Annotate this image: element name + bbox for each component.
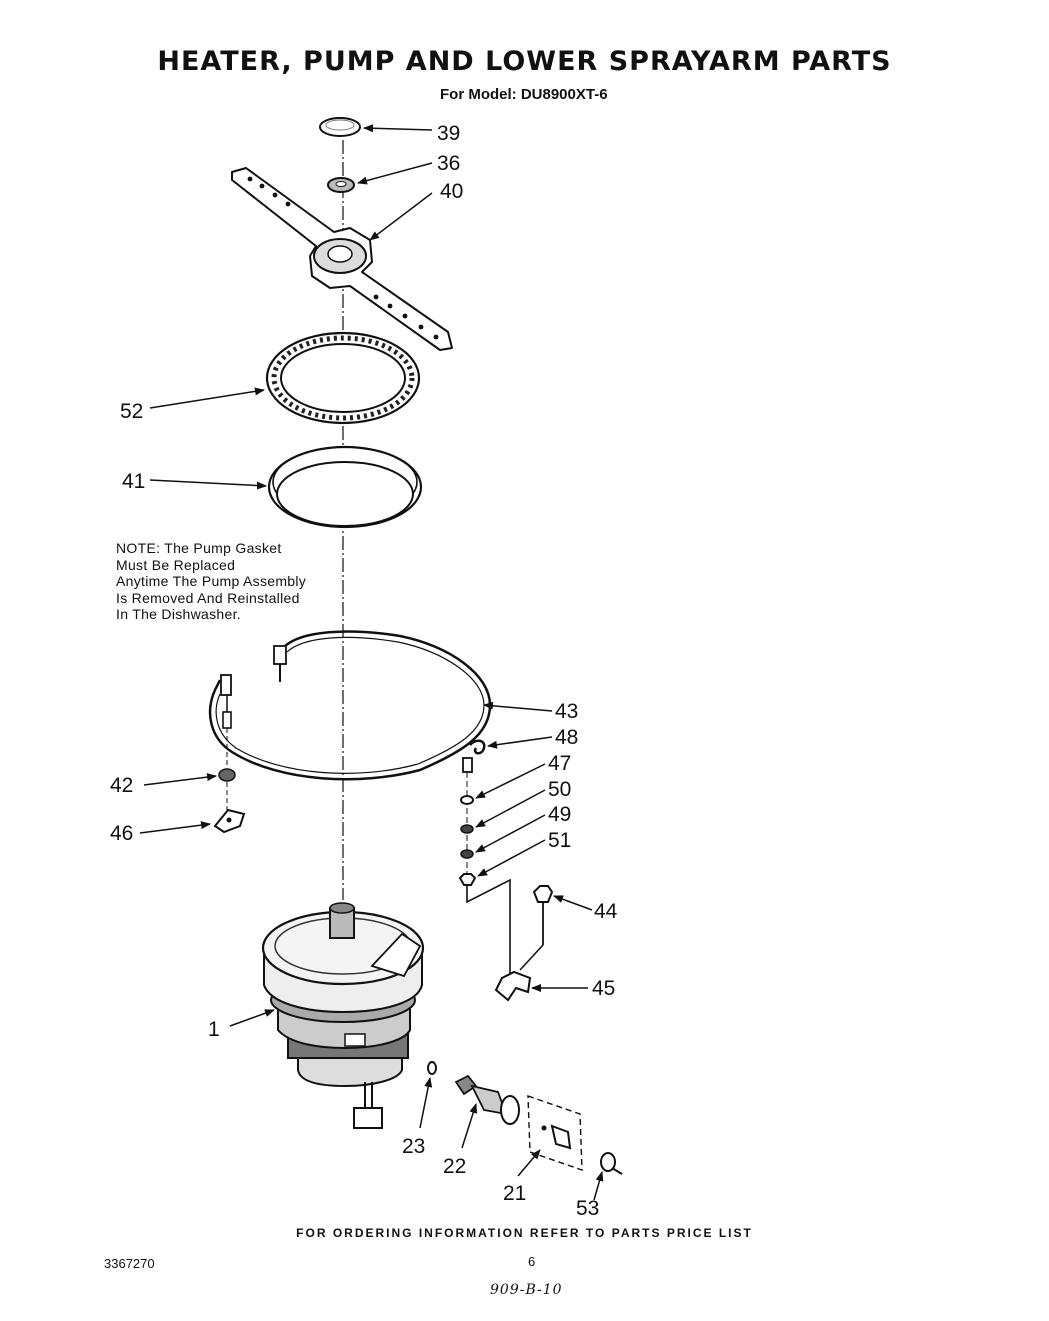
part-52-filter-ring — [265, 331, 421, 425]
callout-48: 48 — [555, 726, 578, 749]
note-line: Is Removed And Reinstalled — [116, 589, 300, 606]
ordering-footer: FOR ORDERING INFORMATION REFER TO PARTS … — [296, 1226, 753, 1240]
part-40-sprayarm — [231, 167, 453, 351]
part-36-washer — [327, 177, 355, 193]
part-23-o-ring — [427, 1061, 437, 1075]
callout-47: 47 — [548, 752, 571, 775]
part-53-clip — [600, 1152, 623, 1175]
page-number: 6 — [528, 1254, 536, 1269]
callout-42: 42 — [110, 774, 133, 797]
callout-50: 50 — [548, 778, 571, 801]
note-line: NOTE: The Pump Gasket — [116, 540, 282, 556]
handwritten-note: 909-B-10 — [490, 1282, 563, 1298]
callout-49: 49 — [548, 803, 571, 826]
callout-52: 52 — [120, 400, 143, 423]
document-number: 3367270 — [104, 1256, 155, 1271]
callout-45: 45 — [592, 977, 615, 1000]
callout-44: 44 — [594, 900, 618, 923]
callout-51: 51 — [548, 829, 571, 852]
part-21-retainer — [527, 1095, 583, 1171]
part-51-nut — [458, 873, 477, 886]
part-1-pump-assembly — [261, 902, 425, 1129]
part-47-washer — [460, 795, 474, 805]
page-title: HEATER, PUMP AND LOWER SPRAYARM PARTS — [157, 46, 892, 77]
callout-39: 39 — [437, 122, 460, 145]
part-45-bracket — [494, 970, 532, 1002]
callout-23: 23 — [402, 1135, 425, 1158]
part-42-nut — [218, 768, 236, 810]
part-44-sensor — [532, 885, 554, 945]
gasket-note: NOTE: The Pump Gasket Must Be Replaced A… — [116, 540, 306, 623]
part-46-bracket — [213, 808, 246, 834]
part-48-clip — [462, 739, 486, 882]
part-22-fitting — [454, 1074, 520, 1125]
note-line: Anytime The Pump Assembly — [116, 573, 307, 589]
callout-labels: 39 36 40 52 41 43 48 47 50 49 51 42 46 4… — [110, 122, 618, 1220]
part-50-washer — [460, 824, 474, 834]
callout-36: 36 — [437, 152, 460, 175]
callout-53: 53 — [576, 1197, 599, 1220]
callout-22: 22 — [443, 1155, 466, 1178]
callout-46: 46 — [110, 822, 133, 845]
note-line: In The Dishwasher. — [116, 606, 241, 622]
model-subtitle: For Model: DU8900XT-6 — [440, 86, 608, 103]
callout-40: 40 — [440, 180, 463, 203]
part-39-cap — [319, 117, 361, 137]
leader-lines — [139, 124, 604, 1201]
callout-21: 21 — [503, 1182, 526, 1205]
part-41-pump-gasket — [267, 445, 423, 529]
note-line: Must Be Replaced — [116, 556, 236, 573]
callout-1: 1 — [208, 1018, 220, 1041]
part-43-heater-element — [208, 630, 492, 781]
part-49-washer — [460, 849, 474, 859]
callout-41: 41 — [122, 470, 145, 493]
callout-43: 43 — [555, 700, 578, 723]
wire-harness — [466, 878, 544, 975]
